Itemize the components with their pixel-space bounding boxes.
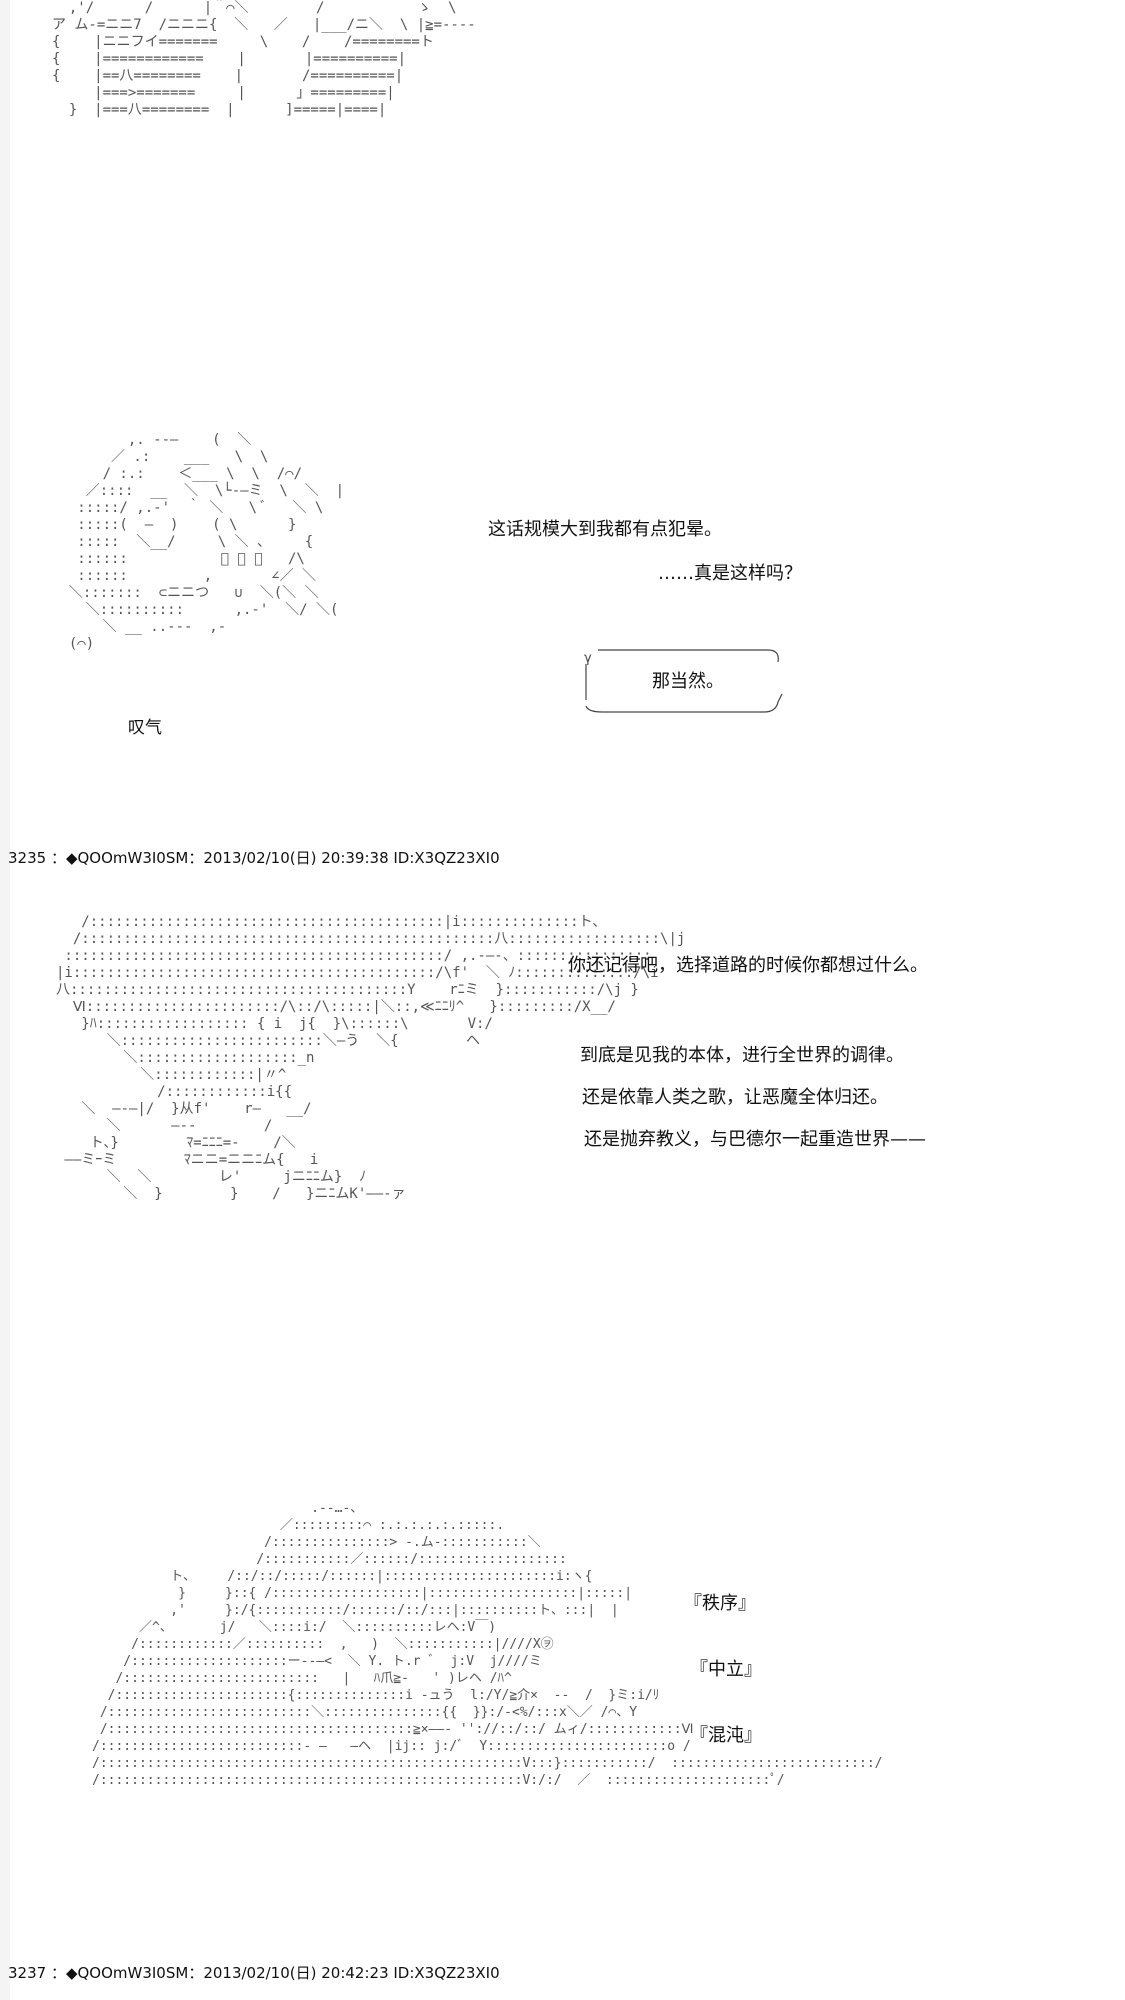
left-margin-strip [0, 0, 10, 2000]
bubble-text: 那当然。 [652, 671, 724, 692]
ascii-art-buildings: ,'/ / |＾⌒＼ / ゝ \ ア ム-=ニニ7 /ニニニ{ ＼ ／ |___… [52, 0, 476, 118]
dialogue-line: 这话规模大到我都有点犯晕。 [488, 519, 722, 540]
ascii-art-character-sighing: ,. --― ( ＼ ／ .: ___ \ \ / :.: ＜___ \ \ /… [68, 432, 345, 652]
svg-text:γ: γ [584, 651, 592, 666]
keyword-order: 『秩序』 [684, 1593, 756, 1614]
speech-bubble-outline: γ [584, 649, 783, 713]
dialogue-line: 你还记得吧，选择道路的时候你都想过什么。 [568, 955, 928, 976]
keyword-neutral: 『中立』 [690, 1659, 762, 1680]
sigh-label: 叹气 [128, 718, 162, 738]
post-header: 3235 ：◆QOOmW3I0SM：2013/02/10(日) 20:39:38… [8, 849, 500, 867]
dialogue-line: ……真是这样吗？ [658, 563, 802, 584]
ascii-art-cloaked-figure: .-‐…-、 ／:::::::::⌒ :.:.:.:.:.:::::. /:::… [92, 1501, 883, 1788]
dialogue-line: 还是抛弃教义，与巴德尔一起重造世界—— [584, 1129, 926, 1150]
post-header: 3237 ：◆QOOmW3I0SM：2013/02/10(日) 20:42:23… [8, 1964, 500, 1982]
speech-bubble: γ 那当然。 [578, 640, 788, 720]
dialogue-line: 到底是见我的本体，进行全世界的调律。 [580, 1045, 904, 1066]
ascii-art-character-portrait: /:::::::::::::::::::::::::::::::::::::::… [56, 914, 686, 1202]
keyword-chaos: 『混沌』 [690, 1725, 762, 1746]
dialogue-line: 还是依靠人类之歌，让恶魔全体归还。 [582, 1087, 888, 1108]
